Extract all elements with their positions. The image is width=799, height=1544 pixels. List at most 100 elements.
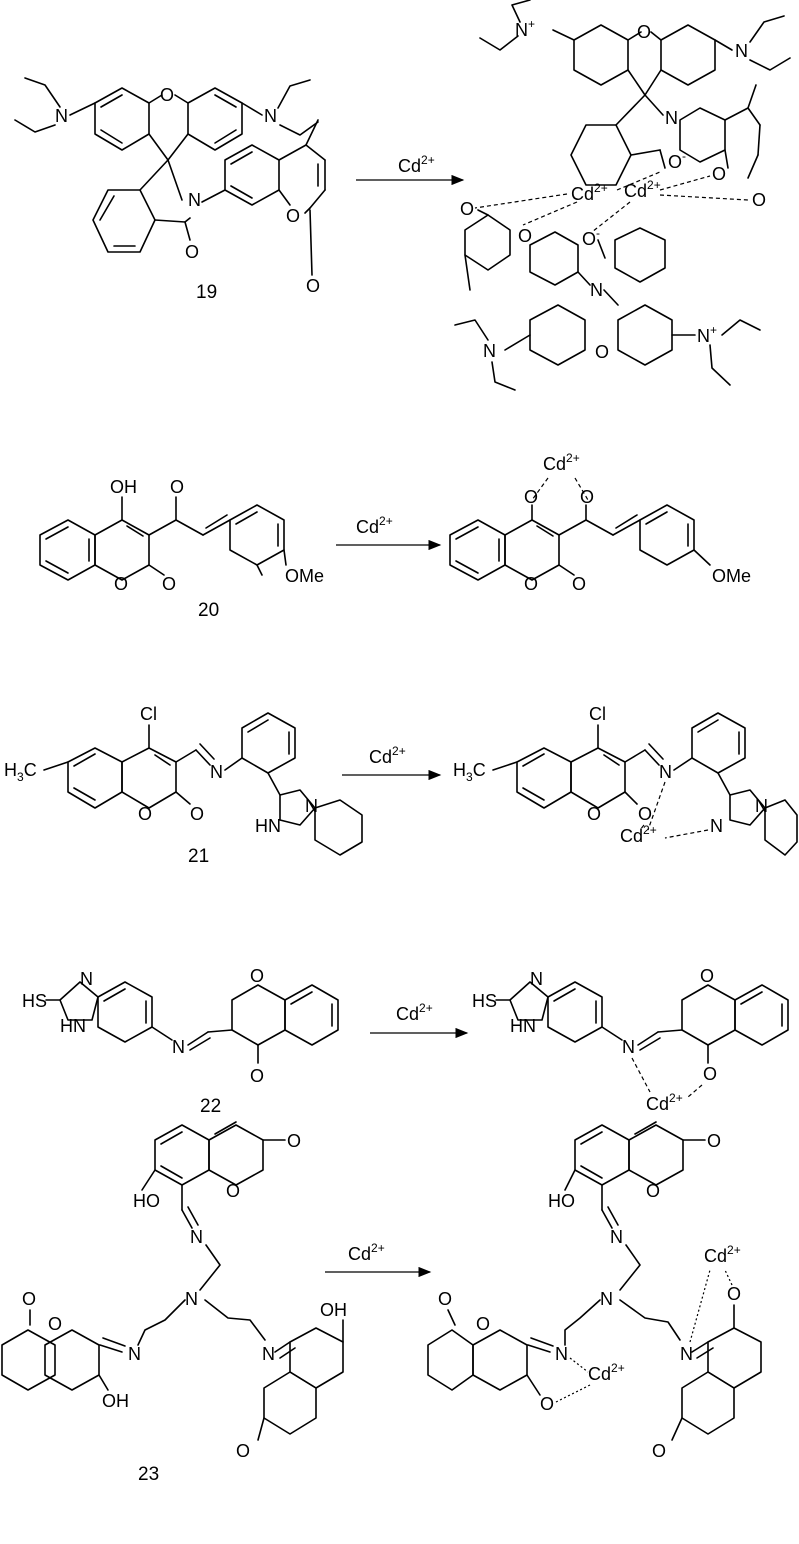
atom-o: O	[170, 477, 184, 497]
atom-n: N	[735, 41, 748, 61]
atom-o: O	[250, 966, 264, 986]
atom-o: O	[287, 1131, 301, 1151]
reaction-arrow-22: Cd2+	[370, 1001, 469, 1039]
atom-o: O	[580, 487, 594, 507]
atom-h3c: H3C	[4, 760, 37, 784]
atom-o: O	[306, 276, 320, 296]
compound-23-number: 23	[138, 1464, 159, 1485]
atom-o: O	[160, 85, 174, 105]
atom-n: N	[590, 280, 603, 300]
atom-hn: HN	[60, 1016, 86, 1036]
atom-n: N	[190, 1227, 203, 1247]
atom-n: N	[530, 969, 543, 989]
atom-o: O	[250, 1066, 264, 1086]
atom-o: O	[595, 342, 609, 362]
atom-o: O	[48, 1314, 62, 1334]
compound-21-cd-complex: H3C Cl O O N N N Cd2+	[453, 704, 798, 856]
atom-o: O	[185, 242, 199, 262]
atom-oh: OH	[102, 1391, 129, 1411]
compound-23-cd-complex: O O HO N N N N O O O Cd2+ O Cd2+	[427, 1121, 762, 1461]
atom-o: O	[286, 206, 300, 226]
compound-23-reactant: O O HO N N N N O O OH OH O	[1, 1121, 347, 1461]
atom-cl: Cl	[140, 704, 157, 724]
atom-n: N	[185, 1289, 198, 1309]
atom-o: O	[727, 1284, 741, 1304]
reaction-arrow-21: Cd2+	[342, 744, 442, 781]
atom-hn: HN	[510, 1016, 536, 1036]
atom-o: O	[114, 574, 128, 594]
reagent-label: Cd2+	[398, 153, 435, 176]
reagent-label: Cd2+	[396, 1001, 433, 1024]
atom-hs: HS	[472, 991, 497, 1011]
compound-22-number: 22	[200, 1096, 221, 1117]
atom-o-minus: O-	[668, 149, 686, 172]
compound-21-number: 21	[188, 846, 209, 867]
compound-19-number: 19	[196, 282, 217, 303]
atom-n: N	[710, 816, 723, 836]
atom-n: N	[680, 1344, 693, 1364]
atom-o: O	[460, 199, 474, 219]
atom-n: N	[264, 106, 277, 126]
atom-n: N	[210, 762, 223, 782]
atom-o: O	[637, 22, 651, 42]
atom-n: N	[188, 190, 201, 210]
atom-n: N	[262, 1344, 275, 1364]
compound-20-number: 20	[198, 600, 219, 621]
cd-ion: Cd2+	[588, 1361, 625, 1384]
reaction-arrow-20: Cd2+	[336, 514, 442, 551]
atom-o: O	[518, 226, 532, 246]
atom-h3c: H3C	[453, 760, 486, 784]
cd-ion-1: Cd2+	[571, 181, 608, 204]
reagent-label: Cd2+	[348, 1241, 385, 1264]
atom-ho: HO	[548, 1191, 575, 1211]
atom-hs: HS	[22, 991, 47, 1011]
atom-ome: OMe	[285, 566, 324, 586]
atom-n: N	[172, 1037, 185, 1057]
compound-22-reactant: HS N HN N O O	[22, 966, 339, 1086]
compound-19-cd-complex: O N+ N N O- O O Cd2+ Cd2+ O	[454, 0, 791, 391]
atom-o: O	[540, 1394, 554, 1414]
atom-o: O	[752, 190, 766, 210]
atom-n: N	[610, 1227, 623, 1247]
atom-n: N	[659, 762, 672, 782]
compound-20-cd-complex: Cd2+ O O O O OMe	[449, 451, 751, 594]
atom-o: O	[162, 574, 176, 594]
atom-n-plus: N+	[697, 323, 717, 346]
atom-n: N	[755, 796, 768, 816]
atom-o: O	[22, 1289, 36, 1309]
atom-n: N	[55, 106, 68, 126]
cd-ion: Cd2+	[543, 451, 580, 474]
atom-o: O	[707, 1131, 721, 1151]
atom-o-minus: O-	[582, 226, 600, 249]
atom-o: O	[524, 487, 538, 507]
atom-n-plus: N+	[515, 17, 535, 40]
atom-o: O	[700, 966, 714, 986]
reagent-label: Cd2+	[369, 744, 406, 767]
atom-o: O	[190, 804, 204, 824]
atom-ome: OMe	[712, 566, 751, 586]
atom-o: O	[652, 1441, 666, 1461]
atom-o: O	[438, 1289, 452, 1309]
atom-o: O	[138, 804, 152, 824]
atom-o: O	[524, 574, 538, 594]
cd-ion-2: Cd2+	[624, 178, 661, 201]
atom-n: N	[555, 1344, 568, 1364]
atom-n: N	[483, 341, 496, 361]
atom-o: O	[646, 1181, 660, 1201]
atom-n: N	[622, 1037, 635, 1057]
cd-ion: Cd2+	[620, 823, 657, 846]
atom-ho: HO	[133, 1191, 160, 1211]
reaction-arrow-23: Cd2+	[325, 1241, 432, 1278]
atom-n: N	[80, 969, 93, 989]
atom-n: N	[305, 796, 318, 816]
atom-oh: OH	[110, 477, 137, 497]
reaction-arrow-19: Cd2+	[356, 153, 465, 186]
atom-cl: Cl	[589, 704, 606, 724]
atom-oh: OH	[320, 1300, 347, 1320]
atom-o: O	[587, 804, 601, 824]
atom-o: O	[476, 1314, 490, 1334]
atom-o: O	[226, 1181, 240, 1201]
atom-n: N	[128, 1344, 141, 1364]
atom-o: O	[236, 1441, 250, 1461]
